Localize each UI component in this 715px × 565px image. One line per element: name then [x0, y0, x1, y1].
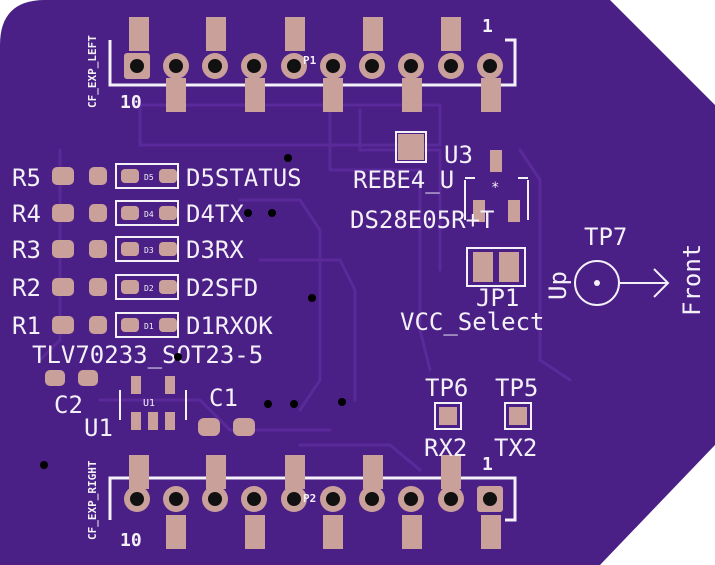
- orientation-front-label: Front: [678, 244, 706, 316]
- p1-through-holes: [124, 53, 503, 79]
- testpoints-rx-tx: TP6 RX2 TP5 TX2: [424, 374, 538, 462]
- row-5: R5 D5 D5STATUS: [12, 163, 302, 192]
- p1-pin10-label: 10: [120, 92, 142, 113]
- vias: [40, 154, 346, 469]
- p2-through-holes: [124, 486, 503, 512]
- tp5-ref: TP5: [495, 374, 538, 402]
- led-label-d1: D1RXOK: [186, 312, 273, 340]
- cap-ref-c1: C1: [209, 384, 238, 412]
- jumper-jp1: JP1 VCC_Select: [400, 247, 545, 336]
- led-label-d4: D4TX: [186, 200, 244, 228]
- led-ref-d2: D2: [144, 284, 154, 293]
- connector-p1: P1 1 10 CF_EXP_LEFT: [86, 16, 517, 113]
- p1-top-pads: [129, 17, 461, 51]
- tp5-signal: TX2: [494, 434, 537, 462]
- testpoint-tp7: TP7 Up Front: [544, 223, 706, 316]
- row-3: R3 D3 D3RX: [12, 236, 244, 264]
- p1-pin1-label: 1: [482, 16, 493, 37]
- p1-ref-label: P1: [303, 54, 317, 67]
- eeprom-ref: U3: [444, 141, 473, 169]
- jumper-ref: JP1: [476, 284, 519, 312]
- p1-bottom-pads: [166, 78, 501, 112]
- eeprom-u3: REBE4_U U3 * DS28E05R+T: [350, 131, 529, 234]
- led-label-d5: D5STATUS: [186, 164, 302, 192]
- tp6-signal: RX2: [424, 434, 467, 462]
- copper-traces: [38, 103, 572, 472]
- row-4: R4 D4 D4TX: [12, 200, 244, 228]
- row-2: R2 D2 D2SFD: [12, 274, 258, 302]
- p2-ref-label: P2: [303, 492, 316, 505]
- p2-pin1-label: 1: [482, 454, 493, 475]
- led-ref-d3: D3: [144, 246, 154, 255]
- p2-name-label: CF_EXP_RIGHT: [86, 460, 99, 540]
- resistor-ref-r5: R5: [12, 164, 41, 192]
- regulator-ref: U1: [84, 414, 113, 442]
- led-label-d3: D3RX: [186, 236, 244, 264]
- orientation-up-label: Up: [544, 271, 572, 300]
- eeprom-pin1-marker: *: [491, 180, 499, 196]
- tp6-ref: TP6: [425, 374, 468, 402]
- tp7-ref: TP7: [584, 223, 627, 251]
- p2-bottom-pads: [166, 515, 501, 549]
- p1-name-label: CF_EXP_LEFT: [86, 35, 99, 108]
- led-ref-d5: D5: [144, 173, 154, 182]
- led-resistor-array: R5 D5 D5STATUS R4 D4 D4TX R3 D3 D3RX R2: [12, 163, 302, 340]
- p2-top-pads: [129, 455, 461, 489]
- row-1: R1 D1 D1RXOK: [12, 312, 273, 340]
- regulator-section: TLV70233_SOT23-5 C2 U1 U1 C1: [32, 341, 263, 442]
- led-label-d2: D2SFD: [186, 274, 258, 302]
- jumper-value: VCC_Select: [400, 308, 545, 336]
- regulator-value: TLV70233_SOT23-5: [32, 341, 263, 369]
- cap-ref-c2: C2: [54, 391, 83, 419]
- regulator-ref-small: U1: [143, 398, 155, 409]
- led-ref-d1: D1: [144, 322, 154, 331]
- eeprom-value: DS28E05R+T: [350, 206, 495, 234]
- led-ref-d4: D4: [144, 210, 154, 219]
- eeprom-overlap-text: REBE4_U: [353, 166, 454, 194]
- resistor-ref-r3: R3: [12, 236, 41, 264]
- resistor-ref-r2: R2: [12, 274, 41, 302]
- resistor-ref-r1: R1: [12, 312, 41, 340]
- connector-p2: P2 1 10 CF_EXP_RIGHT: [86, 454, 517, 551]
- resistor-ref-r4: R4: [12, 200, 41, 228]
- p2-pin10-label: 10: [120, 530, 142, 551]
